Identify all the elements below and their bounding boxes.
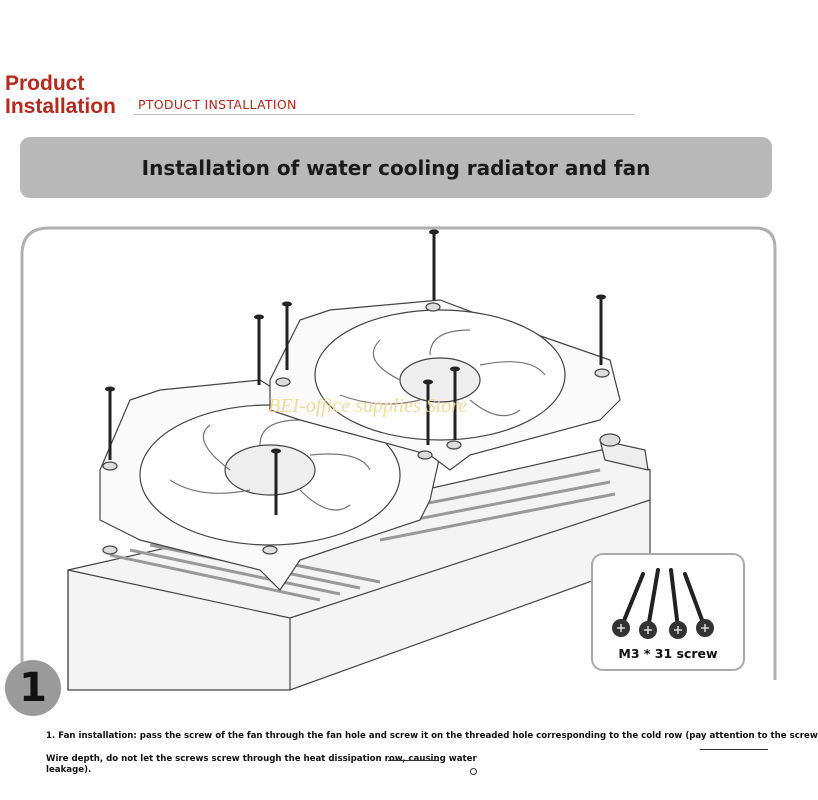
- screw-detail-box: M3 * 31 screw: [591, 553, 745, 671]
- section-banner: Installation of water cooling radiator a…: [20, 137, 772, 198]
- radiator-fan-illustration: [67, 229, 651, 691]
- banner-title: Installation of water cooling radiator a…: [141, 155, 651, 180]
- title-line-1: Product: [5, 72, 85, 95]
- fan-screws: [108, 233, 603, 515]
- bullet-dot: [470, 768, 477, 775]
- page-title: Product Installation: [5, 72, 116, 118]
- screw-label: M3 * 31 screw: [618, 646, 718, 661]
- page-subtitle: PTODUCT INSTALLATION: [138, 97, 297, 112]
- instruction-line-2: Wire depth, do not let the screws screw …: [46, 754, 477, 764]
- instruction-underline-2: [388, 760, 438, 761]
- header-divider: [134, 114, 634, 115]
- title-line-2: Installation: [5, 95, 116, 118]
- screw-set-icon: [612, 568, 714, 639]
- store-watermark: BEI-office supplies Store: [268, 395, 468, 417]
- step-number-badge: 1: [5, 660, 61, 716]
- instruction-underline: [700, 749, 768, 750]
- instruction-line-3: leakage).: [46, 765, 92, 775]
- instruction-line-1: 1. Fan installation: pass the screw of t…: [46, 731, 818, 741]
